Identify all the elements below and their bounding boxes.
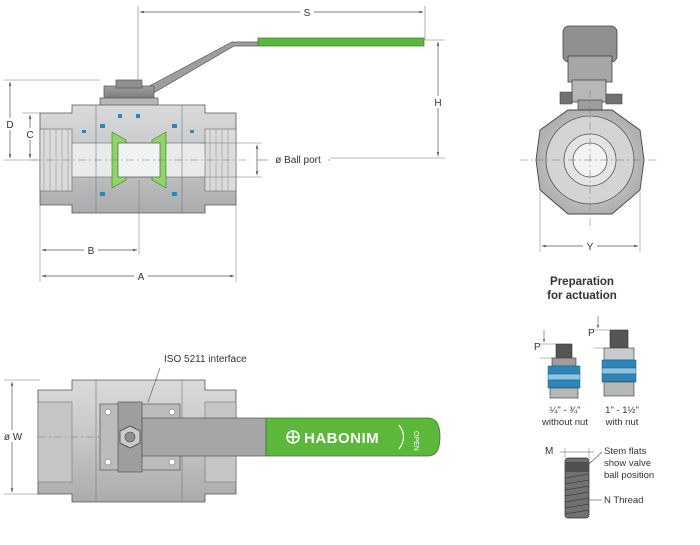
dimension-p-small-label: P — [534, 342, 541, 353]
stem-flats-detail: M — [545, 446, 603, 519]
stem-large: P — [588, 316, 637, 397]
stem-flats-line-2: show valve — [604, 458, 651, 469]
actuation-prep: Preparation for actuation P ¼" - ¾" with… — [534, 276, 654, 519]
size-small-note: without nut — [541, 417, 588, 428]
prep-title-line-2: for actuation — [547, 290, 617, 302]
ball-port-label: ø Ball port — [275, 155, 321, 166]
handle-grip-top — [265, 417, 441, 457]
stem-flats-line-3: ball position — [604, 470, 654, 481]
size-small-range: ¼" - ¾" — [549, 405, 580, 416]
handle-lever-top — [141, 417, 267, 457]
size-large-range: 1" - 1½" — [605, 405, 639, 416]
dimension-a-label: A — [138, 272, 145, 283]
seals — [82, 114, 194, 196]
dimension-y-label: Y — [587, 242, 594, 253]
handle-brand-text: HABONIM — [304, 430, 379, 447]
habonim-logo-icon — [286, 430, 300, 444]
dimension-d-label: D — [6, 120, 13, 131]
dimension-b-label: B — [88, 246, 95, 257]
handle-grip-side — [257, 37, 425, 47]
dimension-s-label: S — [304, 8, 311, 19]
stem-flats-line-1: Stem flats — [604, 446, 646, 457]
size-large-note: with nut — [605, 417, 639, 428]
handle-lever-side — [137, 41, 259, 96]
end-view: Y — [520, 25, 660, 253]
iso-interface-label: ISO 5211 interface — [164, 354, 247, 365]
front-section-view: S H — [3, 6, 445, 283]
stem-small: P — [534, 330, 581, 399]
dimension-c-label: C — [26, 130, 33, 141]
prep-title-line-1: Preparation — [550, 276, 614, 288]
dimension-m-label: M — [545, 446, 553, 457]
dimension-h-label: H — [434, 98, 441, 109]
dimension-w-label: ø W — [4, 432, 23, 443]
n-thread-label: N Thread — [604, 495, 643, 506]
dimension-p-large-label: P — [588, 328, 595, 339]
handle-open-text: OPEN — [412, 431, 419, 451]
top-view: ø W HABONIM OPEN ISO 5211 interface — [2, 354, 441, 503]
